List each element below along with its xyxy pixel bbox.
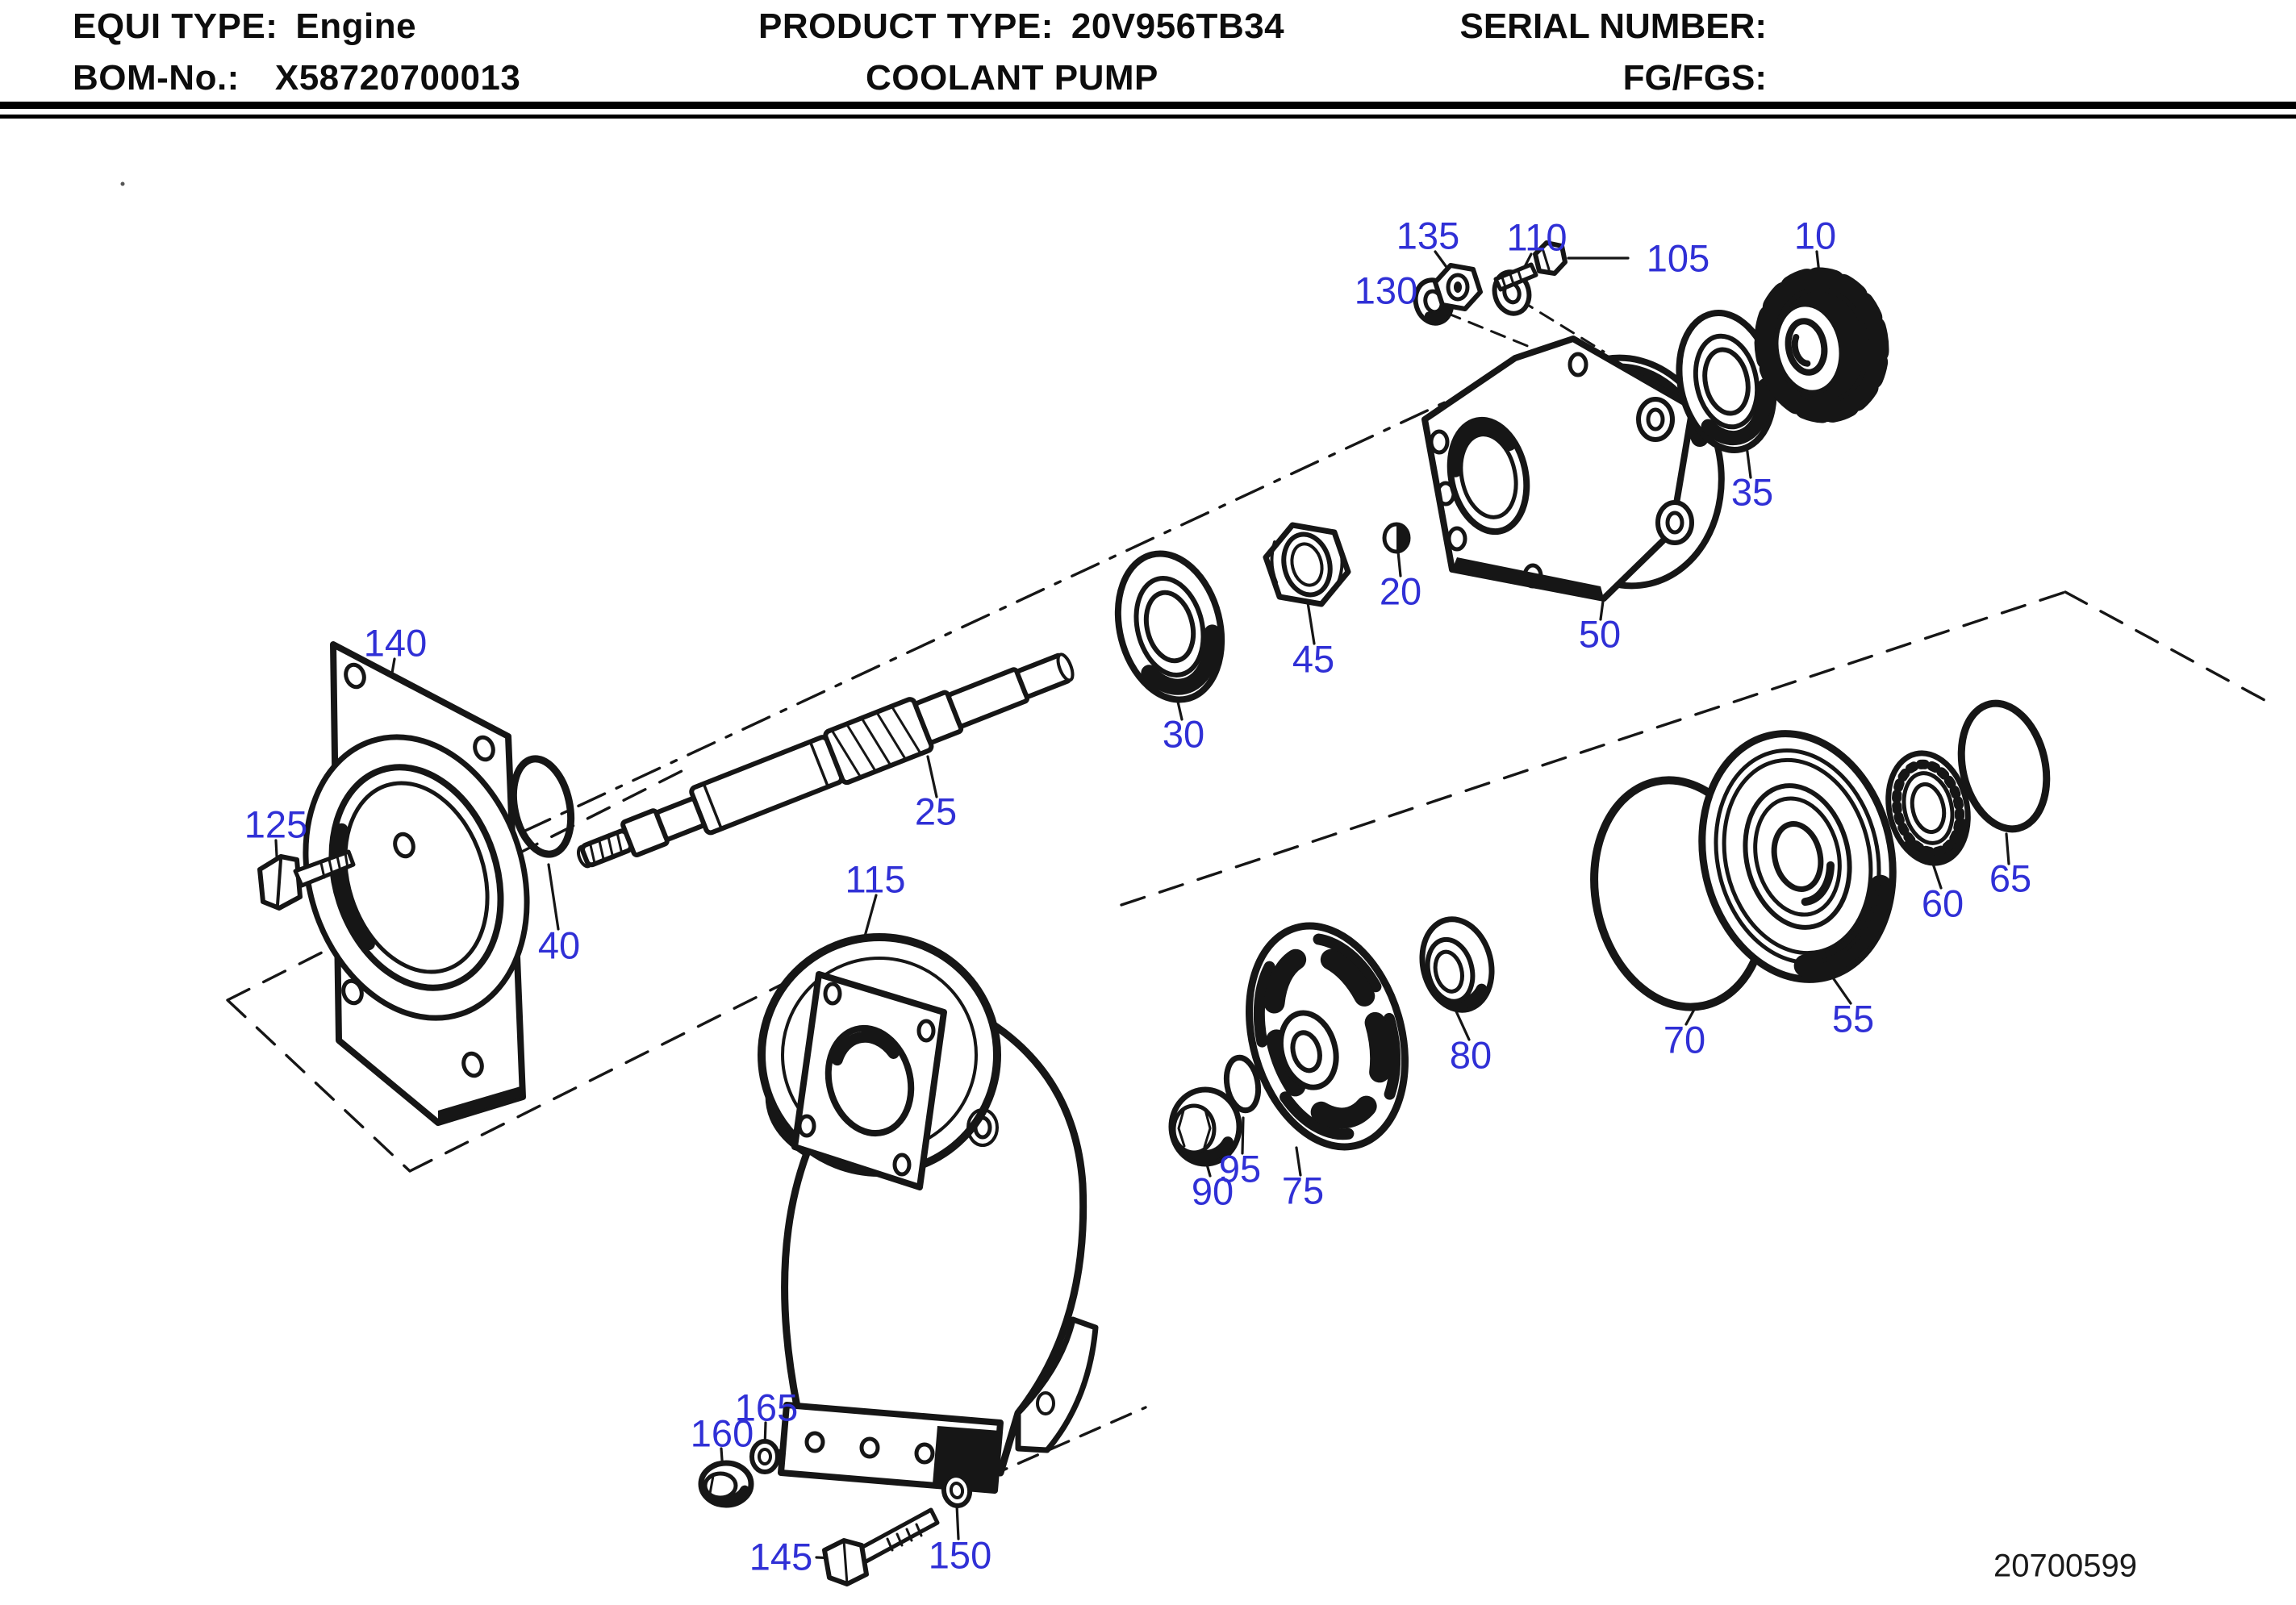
- fg-label: FG/FGS:: [1622, 58, 1767, 98]
- part-bracket-50: [1421, 336, 1725, 602]
- part-gear-10: [1754, 267, 1889, 423]
- callout-80: 80: [1449, 1033, 1492, 1077]
- bom-label: BOM-No.:: [73, 58, 240, 98]
- serial-number-label: SERIAL NUMBER:: [1459, 6, 1767, 46]
- construction-lines: [226, 298, 2275, 1481]
- part-bolt-125: [257, 849, 356, 911]
- part-oring-95: [1223, 1054, 1262, 1114]
- equi-type-value: Engine: [295, 6, 417, 46]
- callout-140: 140: [363, 621, 428, 665]
- callout-40: 40: [537, 923, 581, 967]
- callout-125: 125: [244, 802, 308, 846]
- callout-95: 95: [1218, 1147, 1262, 1190]
- callout-60: 60: [1921, 882, 1964, 925]
- callout-135: 135: [1396, 214, 1460, 257]
- product-type-label: PRODUCT TYPE:: [758, 6, 1054, 46]
- bom-row: BOM-No.: X58720700013: [73, 58, 520, 98]
- header-rule-thick: [0, 102, 2296, 109]
- part-nut-45: [1263, 522, 1351, 607]
- part-impeller-75: [1246, 922, 1409, 1151]
- callout-165: 165: [734, 1386, 799, 1429]
- callout-130: 130: [1354, 269, 1418, 312]
- callout-65: 65: [1989, 857, 2032, 900]
- print-artifact-dot: [120, 181, 125, 186]
- part-shaft-25: [576, 652, 1075, 869]
- part-bearing-35: [1676, 310, 1777, 453]
- callout-45: 45: [1292, 637, 1335, 681]
- callout-90: 90: [1191, 1169, 1234, 1213]
- part-oring-65: [1957, 699, 2051, 833]
- callout-50: 50: [1578, 612, 1622, 656]
- callout-35: 35: [1730, 470, 1774, 514]
- callout-10: 10: [1793, 214, 1837, 257]
- bom-value: X58720700013: [274, 58, 521, 98]
- product-type-row: PRODUCT TYPE: 20V956TB34: [758, 6, 1284, 47]
- callout-20: 20: [1379, 569, 1422, 613]
- part-oring-40: [509, 755, 575, 858]
- part-nut-135: [1433, 263, 1483, 311]
- callout-110: 110: [1506, 215, 1568, 259]
- callout-150: 150: [928, 1533, 992, 1577]
- doc-number: 20700599: [1993, 1548, 2137, 1584]
- callout-105: 105: [1646, 236, 1710, 280]
- callout-160: 160: [690, 1411, 754, 1455]
- part-pulley-55: [1698, 730, 1897, 983]
- part-washer-150: [941, 1473, 973, 1508]
- equi-type-label: EQUI TYPE:: [73, 6, 278, 46]
- callout-25: 25: [914, 790, 958, 833]
- part-plug-90: [1168, 1086, 1242, 1167]
- equi-type-row: EQUI TYPE: Engine: [73, 6, 416, 47]
- part-plug-160: [698, 1460, 754, 1508]
- product-name: COOLANT PUMP: [866, 58, 1158, 98]
- callout-145: 145: [749, 1535, 813, 1578]
- callout-70: 70: [1663, 1018, 1706, 1061]
- part-washer-165: [749, 1439, 780, 1474]
- serial-number-row: SERIAL NUMBER:: [1371, 6, 1767, 47]
- part-bolt-145: [822, 1507, 940, 1586]
- part-plug-20: [1382, 522, 1411, 554]
- part-seal-60: [1885, 750, 1971, 866]
- part-flange-140: [303, 641, 530, 1126]
- header-rule-thin: [0, 115, 2296, 119]
- callout-30: 30: [1162, 712, 1205, 756]
- part-housing-115: [758, 933, 1099, 1494]
- callout-115: 115: [845, 857, 906, 901]
- fg-row: FG/FGS:: [1371, 58, 1767, 98]
- callout-75: 75: [1281, 1169, 1325, 1212]
- part-bolt-105: [1493, 240, 1568, 292]
- product-type-value: 20V956TB34: [1071, 6, 1285, 46]
- callout-55: 55: [1831, 997, 1875, 1040]
- part-seal-80: [1419, 916, 1495, 1013]
- part-bearing-30: [1114, 550, 1225, 703]
